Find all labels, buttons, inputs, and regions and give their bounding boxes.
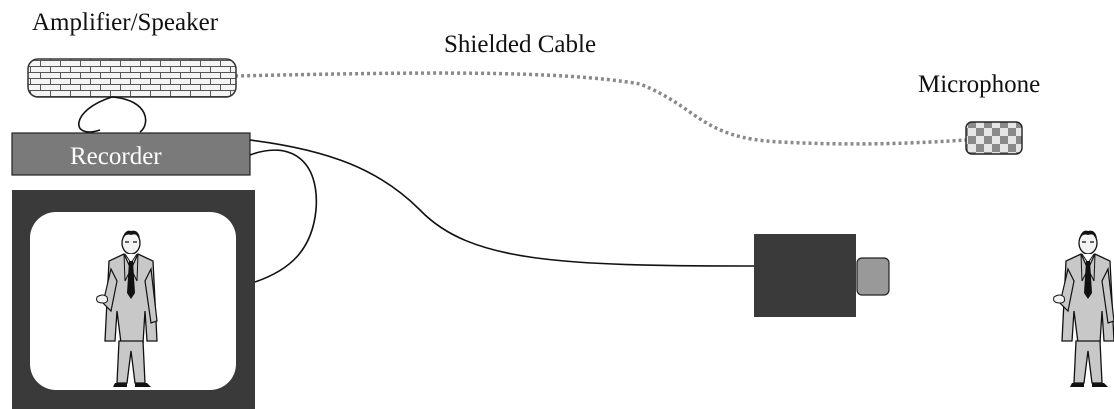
amplifier-speaker xyxy=(27,58,237,98)
microphone-label: Microphone xyxy=(918,71,1040,98)
speaker-recorder-cable xyxy=(78,96,147,133)
recorder-monitor-cable xyxy=(249,149,318,283)
shielded-cable xyxy=(234,71,967,146)
checker-microphone-icon xyxy=(965,121,1023,155)
brick-speaker-icon xyxy=(27,58,237,98)
recorder-camera-cable xyxy=(249,139,755,267)
shielded-cable-label: Shielded Cable xyxy=(444,31,596,58)
recorder-label: Recorder xyxy=(70,143,162,170)
camera-lens xyxy=(856,257,890,296)
person-icon xyxy=(1052,229,1114,388)
monitor xyxy=(12,190,255,409)
recorder: Recorder xyxy=(11,132,251,176)
camera-icon xyxy=(754,234,856,317)
camera xyxy=(754,234,890,317)
amplifier-speaker-label: Amplifier/Speaker xyxy=(32,9,219,36)
